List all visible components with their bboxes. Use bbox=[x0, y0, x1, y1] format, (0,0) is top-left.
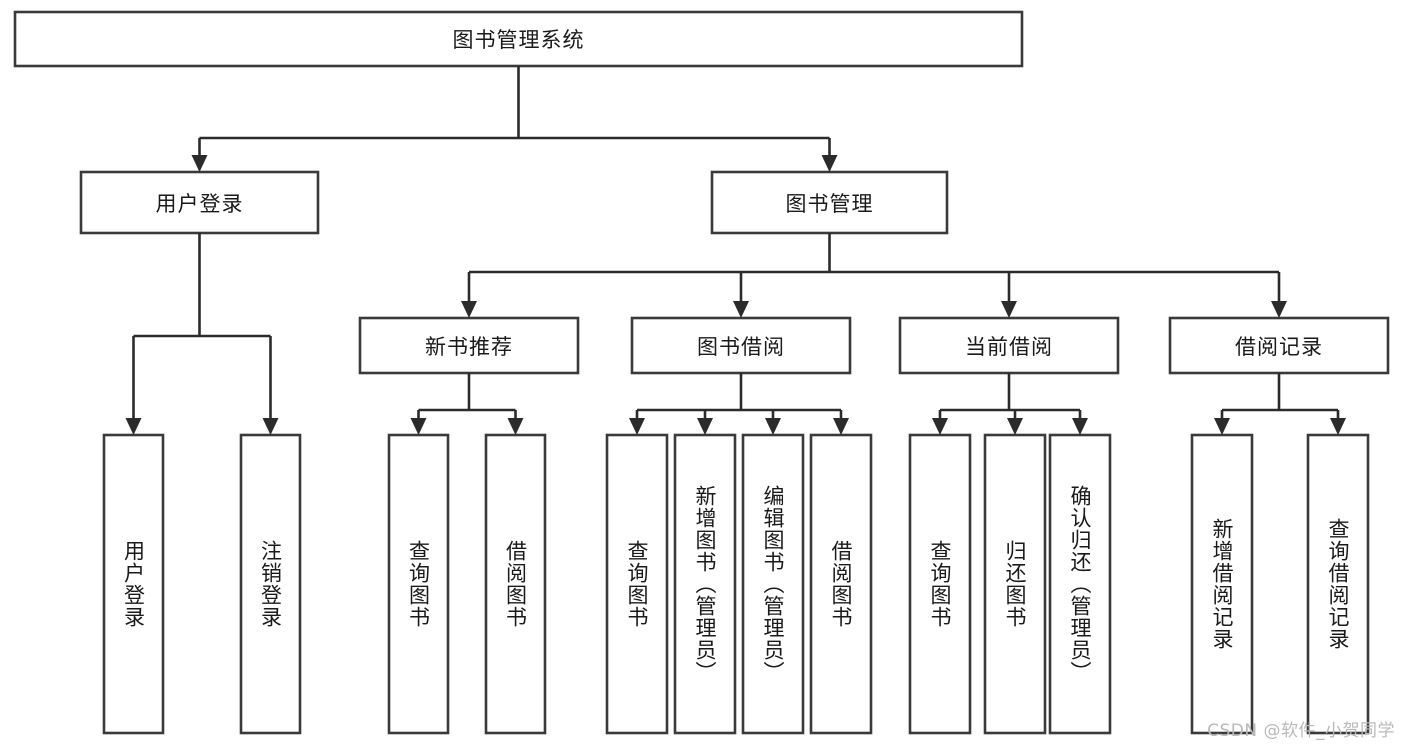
arrow-leafgroup-1-1 bbox=[507, 418, 524, 435]
arrow-leafgroup-2-0 bbox=[629, 418, 645, 435]
arrow-books-to-level3-2 bbox=[1001, 301, 1017, 318]
arrow-leafgroup-0-1 bbox=[262, 418, 279, 435]
arrow-root-to-level2-1 bbox=[821, 155, 838, 172]
arrow-leafgroup-3-0 bbox=[932, 418, 948, 435]
level2-box-0[interactable] bbox=[79, 170, 320, 235]
leaf-box-1[interactable] bbox=[239, 433, 302, 735]
level3-box-0[interactable] bbox=[358, 316, 580, 375]
connectors-layer bbox=[125, 66, 1346, 435]
watermark-text: CSDN @软件_小贺同学 bbox=[1207, 721, 1395, 741]
leaf-box-2[interactable] bbox=[387, 433, 450, 735]
leaf-box-7[interactable] bbox=[809, 433, 873, 735]
leaf-box-8[interactable] bbox=[908, 433, 972, 735]
arrow-leafgroup-2-3 bbox=[833, 418, 849, 435]
level3-box-1[interactable] bbox=[630, 316, 852, 375]
arrow-leafgroup-3-2 bbox=[1072, 418, 1088, 435]
arrow-leafgroup-1-0 bbox=[410, 418, 427, 435]
arrow-leafgroup-4-1 bbox=[1330, 418, 1346, 435]
arrow-books-to-level3-1 bbox=[733, 301, 749, 318]
leaf-box-9[interactable] bbox=[983, 433, 1047, 735]
arrow-root-to-level2-0 bbox=[191, 155, 208, 172]
leaf-box-12[interactable] bbox=[1306, 433, 1370, 735]
arrow-leafgroup-2-2 bbox=[765, 418, 781, 435]
leaf-box-3[interactable] bbox=[484, 433, 547, 735]
arrow-leafgroup-2-1 bbox=[697, 418, 713, 435]
leaf-box-4[interactable] bbox=[605, 433, 669, 735]
leaf-box-5[interactable] bbox=[673, 433, 737, 735]
leaf-box-6[interactable] bbox=[741, 433, 805, 735]
arrow-books-to-level3-0 bbox=[461, 301, 477, 318]
level3-box-3[interactable] bbox=[1168, 316, 1390, 375]
boxes-layer bbox=[13, 10, 1390, 735]
level3-box-2[interactable] bbox=[898, 316, 1120, 375]
arrow-books-to-level3-3 bbox=[1271, 301, 1287, 318]
arrow-leafgroup-4-0 bbox=[1214, 418, 1230, 435]
arrow-leafgroup-3-1 bbox=[1007, 418, 1023, 435]
leaf-box-10[interactable] bbox=[1048, 433, 1112, 735]
leaf-box-0[interactable] bbox=[102, 433, 165, 735]
level2-box-1[interactable] bbox=[710, 170, 949, 235]
arrow-leafgroup-0-0 bbox=[125, 418, 142, 435]
root-box-0[interactable] bbox=[13, 10, 1024, 68]
leaf-box-11[interactable] bbox=[1190, 433, 1254, 735]
